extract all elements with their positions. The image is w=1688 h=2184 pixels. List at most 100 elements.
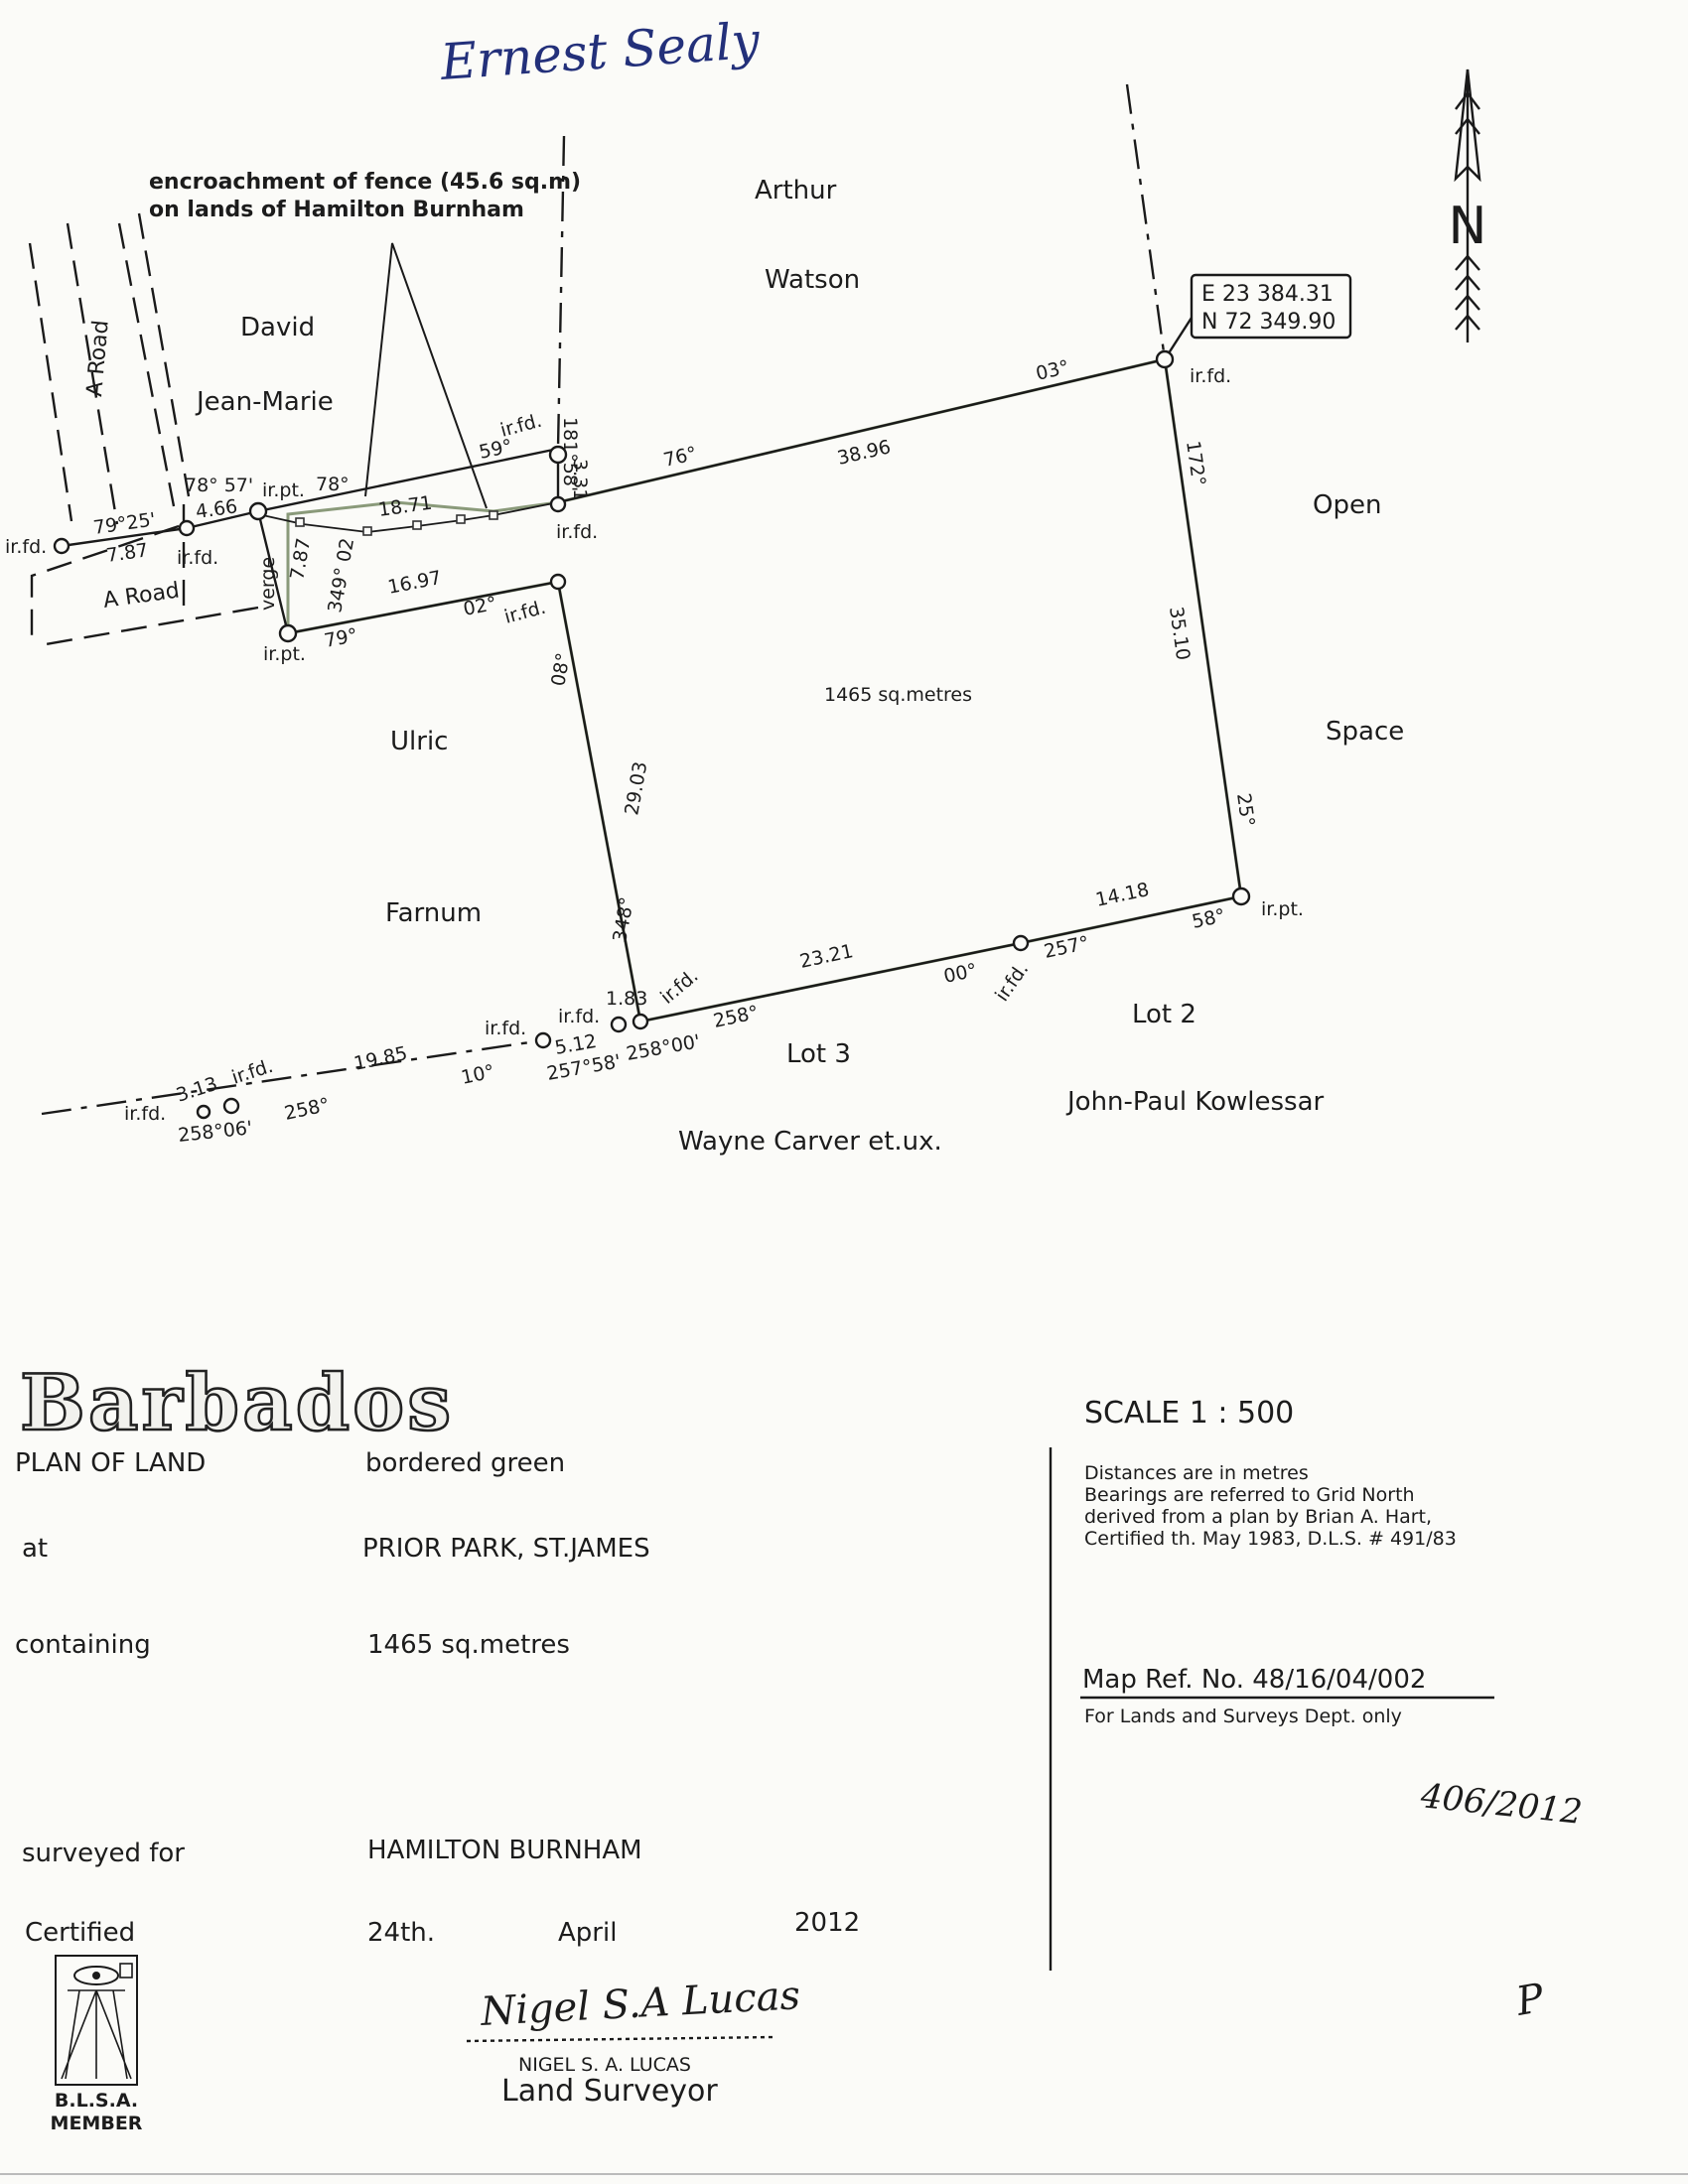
- encroachment-note-2: on lands of Hamilton Burnham: [149, 198, 524, 222]
- svg-text:14.18: 14.18: [1093, 879, 1151, 911]
- svg-text:258°: 258°: [282, 1094, 331, 1125]
- pin-marker: [222, 1097, 240, 1115]
- lot-3: Lot 3: [786, 1039, 851, 1069]
- svg-text:76°: 76°: [661, 443, 699, 472]
- svg-text:58°: 58°: [1190, 904, 1227, 933]
- svg-text:ir.fd.: ir.fd.: [656, 965, 702, 1009]
- surveyor-title: Land Surveyor: [501, 2074, 718, 2109]
- containing-label: containing: [15, 1630, 151, 1660]
- svg-text:08°: 08°: [547, 651, 575, 688]
- blsa-emblem-icon: [55, 1955, 138, 2086]
- svg-text:ir.fd.: ir.fd.: [1190, 365, 1231, 387]
- svg-text:35.10: 35.10: [1165, 606, 1194, 662]
- surveyor-signature: Nigel S.A Lucas: [479, 1973, 801, 2035]
- file-number: 406/2012: [1418, 1776, 1584, 1833]
- pin-marker: [610, 1016, 628, 1033]
- svg-text:ir.fd.: ir.fd.: [177, 547, 218, 569]
- pin-marker: [178, 519, 196, 537]
- easting: E 23 384.31: [1201, 282, 1334, 307]
- pin-marker: [549, 573, 567, 591]
- neighbour-arthur: Arthur: [755, 176, 837, 205]
- neighbour-kowlessar: John-Paul Kowlessar: [1065, 1087, 1324, 1117]
- pin-marker: [548, 445, 568, 465]
- northing: N 72 349.90: [1201, 310, 1336, 335]
- svg-text:3.13: 3.13: [174, 1073, 220, 1107]
- pin-marker: [278, 623, 298, 643]
- svg-text:7.87: 7.87: [105, 539, 150, 567]
- pin-marker: [1155, 349, 1175, 369]
- neighbour-carver: Wayne Carver et.ux.: [678, 1127, 942, 1157]
- pin-marker: [632, 1013, 649, 1030]
- plan-value: bordered green: [365, 1448, 565, 1478]
- cert-day: 24th.: [367, 1918, 435, 1948]
- svg-text:258°00': 258°00': [625, 1030, 702, 1065]
- svg-text:78° 57': 78° 57': [185, 475, 253, 496]
- at-value: PRIOR PARK, ST.JAMES: [362, 1534, 650, 1564]
- surveyed-value: HAMILTON BURNHAM: [367, 1836, 642, 1865]
- containing-value: 1465 sq.metres: [367, 1630, 570, 1660]
- svg-text:ir.fd.: ir.fd.: [124, 1103, 166, 1125]
- blsa-line-1: B.L.S.A.: [55, 2090, 138, 2112]
- coordinate-box: E 23 384.31 N 72 349.90: [1163, 273, 1352, 360]
- svg-text:349° 02: 349° 02: [324, 536, 358, 614]
- note-line-3: derived from a plan by Brian A. Hart,: [1084, 1506, 1432, 1528]
- svg-text:ir.fd.: ir.fd.: [5, 536, 47, 558]
- parcel-area: 1465 sq.metres: [824, 684, 972, 706]
- scale-text: SCALE 1 : 500: [1084, 1396, 1294, 1431]
- certified-label: Certified: [25, 1918, 135, 1948]
- dept-note: For Lands and Surveys Dept. only: [1084, 1706, 1402, 1727]
- svg-text:19.85: 19.85: [352, 1042, 409, 1075]
- svg-text:ir.pt.: ir.pt.: [263, 643, 306, 665]
- svg-text:23.21: 23.21: [797, 940, 855, 973]
- svg-text:38.96: 38.96: [835, 436, 893, 470]
- verge-label: verge: [257, 557, 279, 611]
- road-label-vertical: A Road: [82, 319, 114, 397]
- svg-text:258°06': 258°06': [177, 1117, 253, 1147]
- pin-marker: [196, 1104, 211, 1120]
- svg-text:181°58': 181°58': [559, 417, 581, 491]
- parcel-boundary: [61, 357, 1243, 1024]
- blsa-line-2: MEMBER: [51, 2113, 143, 2134]
- pin-marker: [534, 1031, 552, 1049]
- plan-label: PLAN OF LAND: [15, 1448, 206, 1478]
- svg-text:ir.fd.: ir.fd.: [556, 521, 598, 543]
- neighbour-farnum: Farnum: [385, 898, 482, 928]
- initials: P: [1512, 1976, 1549, 2025]
- pin-marker: [1012, 934, 1030, 952]
- pin-marker: [53, 537, 70, 555]
- pin-marker: [248, 501, 268, 521]
- neighbour-jean-marie: Jean-Marie: [195, 387, 334, 417]
- encroachment-pointer: [364, 242, 488, 509]
- cert-month: April: [558, 1918, 617, 1948]
- svg-text:3.31: 3.31: [569, 459, 591, 500]
- svg-text:172°: 172°: [1182, 440, 1209, 487]
- north-label: N: [1449, 197, 1487, 256]
- pin-marker: [1231, 887, 1251, 906]
- note-line-2: Bearings are referred to Grid North: [1084, 1484, 1415, 1506]
- svg-text:29.03: 29.03: [621, 759, 651, 816]
- survey-pins: [53, 349, 1251, 1120]
- svg-text:02°: 02°: [462, 593, 498, 620]
- svg-text:ir.fd.: ir.fd.: [229, 1055, 276, 1089]
- surveyed-label: surveyed for: [22, 1839, 185, 1868]
- svg-text:348°: 348°: [609, 895, 638, 944]
- neighbour-open: Open: [1313, 490, 1381, 520]
- svg-text:18.71: 18.71: [377, 492, 434, 521]
- road-edges: [28, 212, 259, 647]
- country-title: Barbados: [20, 1358, 454, 1448]
- svg-text:ir.fd.: ir.fd.: [558, 1006, 600, 1027]
- road-label-horizontal: A Road: [101, 578, 181, 614]
- svg-text:7.87: 7.87: [286, 536, 315, 581]
- svg-text:25°: 25°: [1232, 792, 1258, 828]
- note-line-4: Certified th. May 1983, D.L.S. # 491/83: [1084, 1528, 1457, 1550]
- svg-text:16.97: 16.97: [386, 567, 444, 599]
- note-line-1: Distances are in metres: [1084, 1462, 1309, 1484]
- neighbour-watson: Watson: [765, 265, 860, 295]
- boundary-line: [1125, 83, 1167, 360]
- encroachment-note-1: encroachment of fence (45.6 sq.m): [149, 170, 581, 195]
- lot-2: Lot 2: [1132, 1000, 1196, 1029]
- north-arrow-icon: N: [1449, 68, 1487, 342]
- map-ref: Map Ref. No. 48/16/04/002: [1082, 1665, 1426, 1695]
- signature-line: [466, 2035, 775, 2043]
